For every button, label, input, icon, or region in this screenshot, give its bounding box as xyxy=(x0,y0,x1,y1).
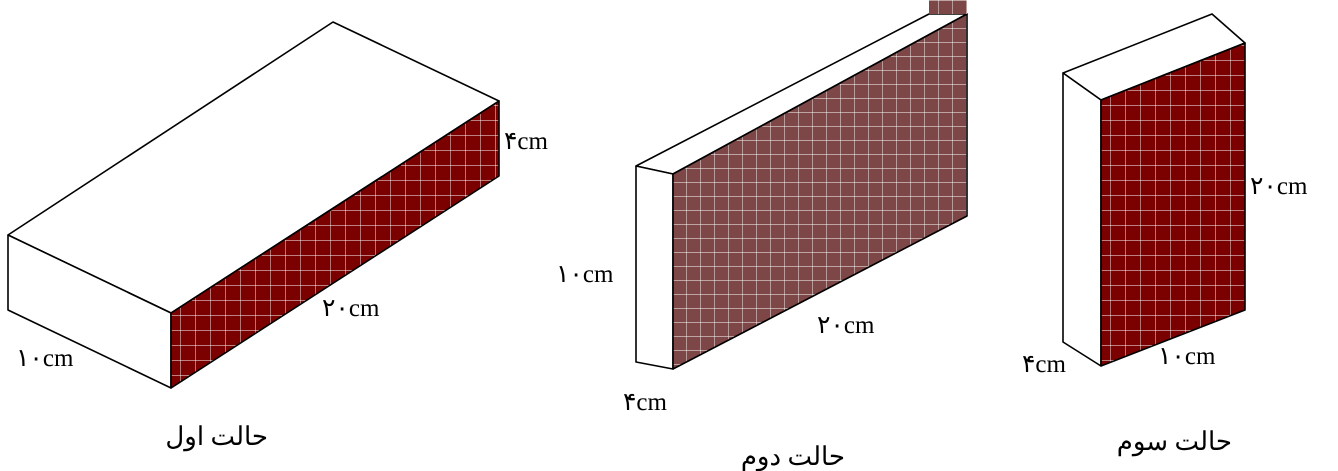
brick-1-caption: حالت اول xyxy=(165,422,268,452)
brick-3-caption: حالت سوم xyxy=(1117,427,1232,457)
brick-1-width-label: ۱۰cm xyxy=(16,345,74,372)
brick-case-3: ۲۰cm ۱۰cm ۴cm حالت سوم xyxy=(1022,13,1308,457)
brick-2-shaded-face xyxy=(672,13,968,370)
brick-3-height-label: ۲۰cm xyxy=(1250,173,1308,200)
brick-2-front-face xyxy=(635,165,674,370)
brick-1-length-label: ۲۰cm xyxy=(322,295,380,322)
brick-2-shaded-top-strip xyxy=(929,0,967,14)
brick-case-2: ۱۰cm ۲۰cm ۴cm حالت دوم xyxy=(556,0,968,471)
brick-2-caption: حالت دوم xyxy=(741,442,845,471)
brick-3-front-face xyxy=(1062,72,1102,367)
brick-2-thickness-label: ۴cm xyxy=(623,389,668,416)
brick-1-shaded-face xyxy=(170,100,500,389)
brick-3-thickness-label: ۴cm xyxy=(1022,351,1067,378)
brick-3-shaded-face xyxy=(1100,42,1246,367)
brick-3-width-label: ۱۰cm xyxy=(1158,343,1216,370)
brick-2-height-label: ۱۰cm xyxy=(556,261,614,288)
brick-case-1: ۴cm ۲۰cm ۱۰cm حالت اول xyxy=(7,21,549,452)
brick-2-length-label: ۲۰cm xyxy=(817,312,875,339)
brick-1-height-label: ۴cm xyxy=(504,128,549,155)
